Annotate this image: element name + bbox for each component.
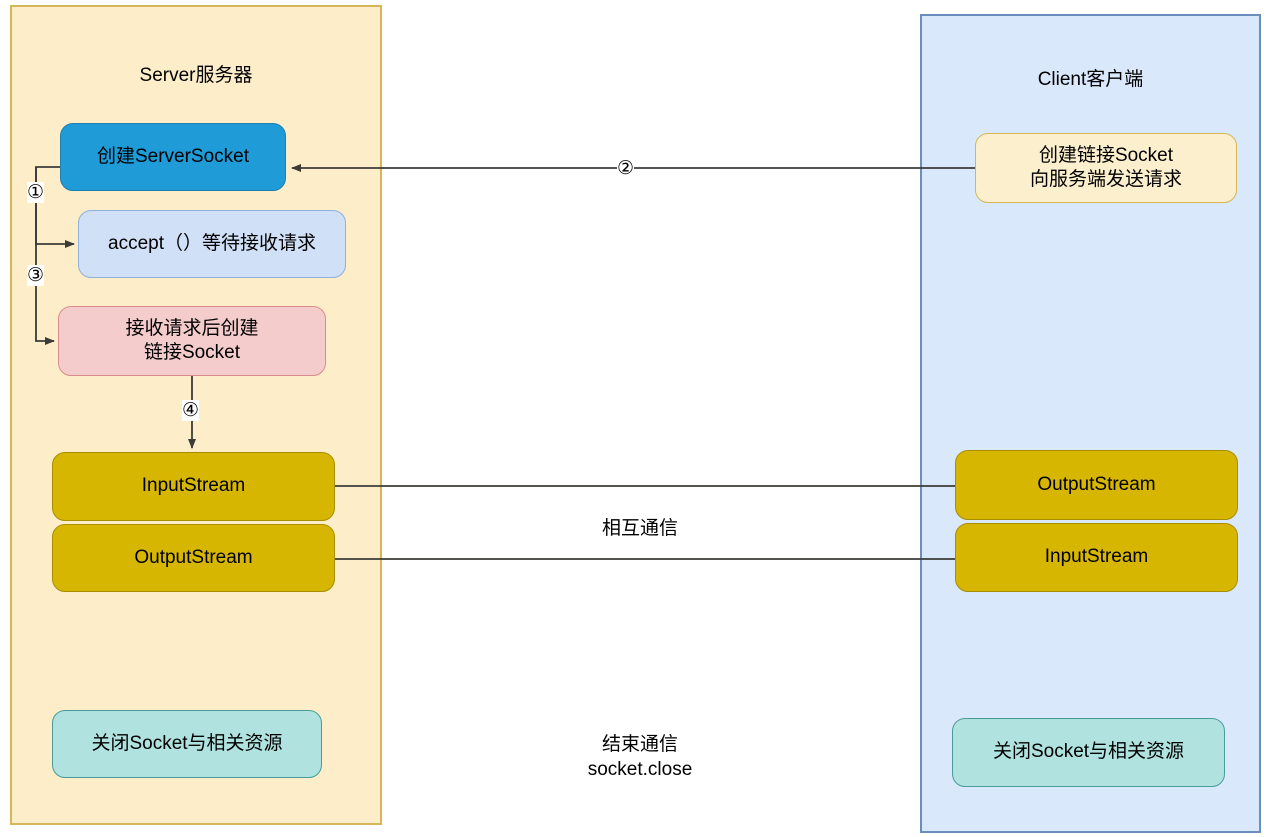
node-client-create-socket[interactable]: 创建链接Socket 向服务端发送请求 <box>975 133 1237 203</box>
node-client-inputstream[interactable]: InputStream <box>955 523 1238 592</box>
node-server-outputstream[interactable]: OutputStream <box>52 524 335 592</box>
label-mutual-communication: 相互通信 <box>601 518 678 539</box>
node-accept-wait-request[interactable]: accept（）等待接收请求 <box>78 210 346 278</box>
step-marker-3: ③ <box>27 265 45 286</box>
node-client-close-socket[interactable]: 关闭Socket与相关资源 <box>952 718 1225 787</box>
step-marker-4: ④ <box>182 400 200 421</box>
step-marker-2: ② <box>617 158 635 179</box>
node-create-serversocket[interactable]: 创建ServerSocket <box>60 123 286 191</box>
node-server-close-socket[interactable]: 关闭Socket与相关资源 <box>52 710 322 778</box>
client-panel-title: Client客户端 <box>1037 69 1144 90</box>
server-panel-title: Server服务器 <box>139 65 253 86</box>
label-end-communication: 结束通信 socket.close <box>587 734 693 781</box>
step-marker-1: ① <box>27 182 45 203</box>
node-create-connection-socket[interactable]: 接收请求后创建 链接Socket <box>58 306 326 376</box>
node-server-inputstream[interactable]: InputStream <box>52 452 335 521</box>
node-client-outputstream[interactable]: OutputStream <box>955 450 1238 520</box>
